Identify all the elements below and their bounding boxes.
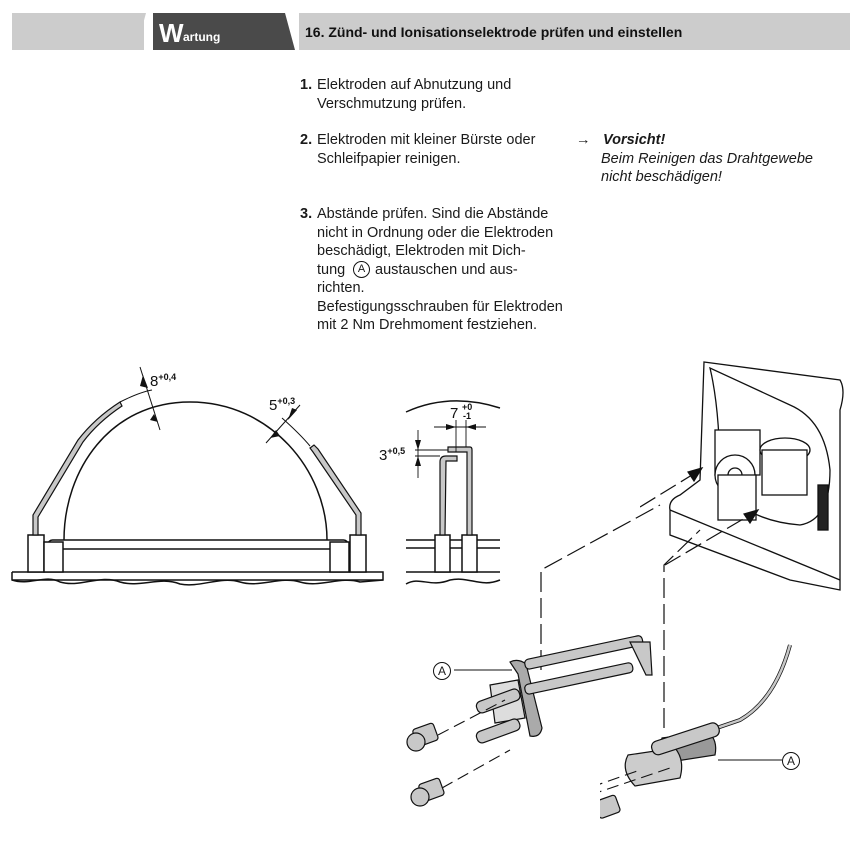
dimension-arrow xyxy=(415,440,421,450)
page-title: 16. Zünd- und Ionisationselektrode prüfe… xyxy=(305,24,683,40)
dimension-arrow xyxy=(150,414,158,422)
dimension-arrow xyxy=(140,375,148,388)
step-line: Verschmutzung prüfen. xyxy=(317,95,467,112)
step-line: Befestigungsschrauben für Elektroden xyxy=(317,298,563,315)
caution-line: Beim Reinigen das Drahtgewebe xyxy=(601,150,813,167)
step-line: beschädigt, Elektroden mit Dich- xyxy=(317,243,526,259)
burner-illustration xyxy=(640,361,844,591)
step-line: Elektroden auf Abnutzung und xyxy=(317,77,512,93)
step-line: Abstände prüfen. Sind die Abstände xyxy=(317,206,549,222)
step-line: Elektroden mit kleiner Bürste oder xyxy=(317,132,536,148)
section-tab-initial: W xyxy=(159,18,184,48)
section-tab: W artung xyxy=(153,13,285,50)
dimension-arrow xyxy=(466,424,476,430)
page-title-bar: 16. Zünd- und Ionisationselektrode prüfe… xyxy=(299,13,850,50)
step-line: austauschen und aus- xyxy=(375,261,518,278)
ionisation-electrode-parts xyxy=(600,644,792,819)
dimension-arrow xyxy=(270,430,280,438)
step-line: Schleifpapier reinigen. xyxy=(317,150,461,167)
step-number: 1. xyxy=(300,77,313,93)
callout-a-ionisation: A xyxy=(782,752,800,770)
header-left-block xyxy=(12,13,144,50)
step-line: richten. xyxy=(317,280,365,296)
dimension-7: 7 +0 -1 xyxy=(450,402,473,422)
section-tab-label: artung xyxy=(183,30,221,44)
dimension-5: 5+0,3 xyxy=(269,396,296,414)
callout-a-inline: A xyxy=(353,261,370,278)
step-line: tung xyxy=(317,261,346,278)
header-left-notch xyxy=(136,13,146,50)
electrode-gap-diagram xyxy=(405,400,501,585)
step-line: mit 2 Nm Drehmoment festziehen. xyxy=(317,317,537,333)
dimension-arrow xyxy=(415,456,421,466)
caution-heading: Vorsicht! xyxy=(603,132,666,148)
ignition-electrode-parts xyxy=(406,635,653,807)
callout-a-ignition: A xyxy=(433,662,451,680)
dimension-3: 3+0,5 xyxy=(379,446,406,464)
caution-line: nicht beschädigen! xyxy=(601,169,722,185)
step-line: nicht in Ordnung oder die Elektroden xyxy=(317,224,554,241)
dimension-arrow xyxy=(288,408,297,420)
section-tab-notch xyxy=(285,13,295,50)
electrode-distance-diagram xyxy=(11,366,384,586)
dimension-arrow xyxy=(446,424,456,430)
step-number: 2. xyxy=(300,132,313,148)
step-number: 3. xyxy=(300,206,313,222)
dimension-8: 8+0,4 xyxy=(150,372,177,390)
arrow-right-icon: → xyxy=(576,132,591,148)
